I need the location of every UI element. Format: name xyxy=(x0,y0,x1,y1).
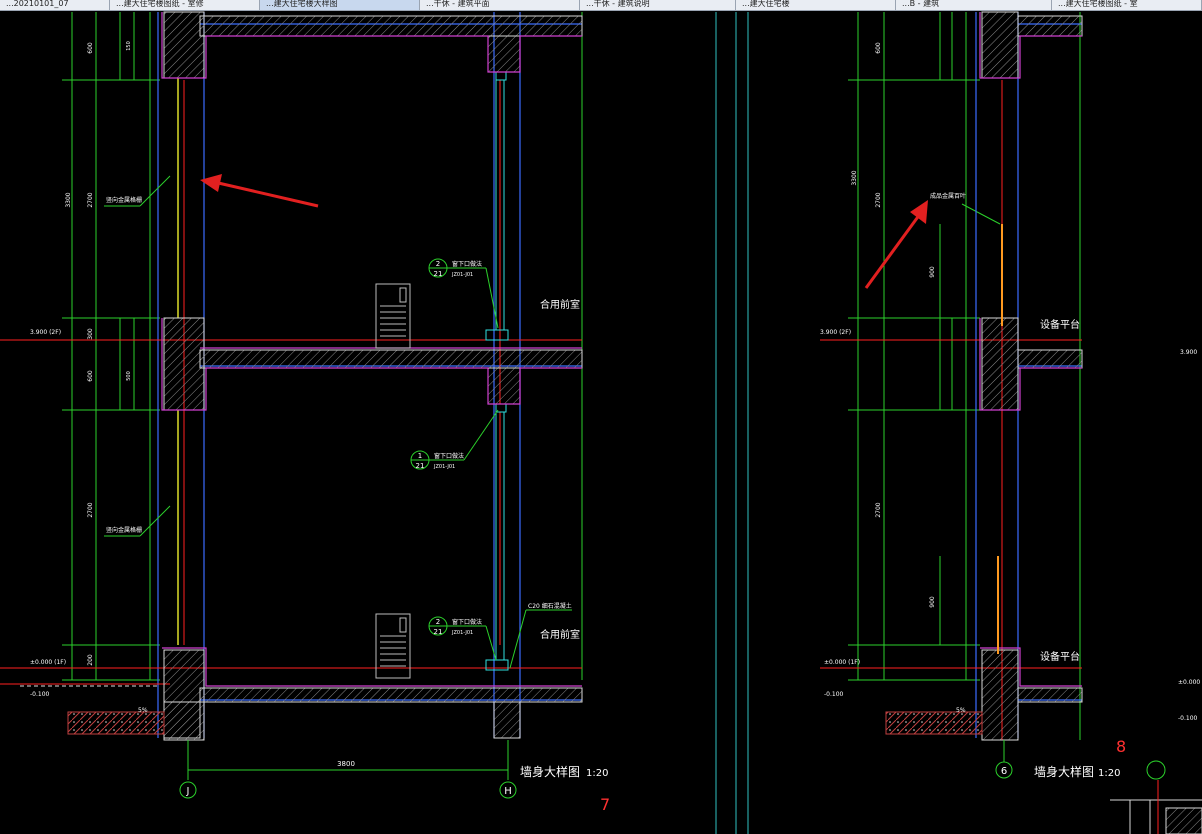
tab-4[interactable]: ...干休 - 建筑平面 xyxy=(420,0,580,10)
tab-1[interactable]: ...20210101_07 xyxy=(0,0,110,10)
note-louvre: 成品金属百叶 xyxy=(930,192,966,200)
tab-active[interactable]: ...建大住宅楼大样图 xyxy=(260,0,420,10)
note-vent: C20 细石混凝土 xyxy=(528,602,572,610)
tab-5[interactable]: ...干休 - 建筑说明 xyxy=(580,0,736,10)
level-right-1: ±0.000 xyxy=(1178,679,1200,686)
axis-bubble-right xyxy=(1146,760,1166,780)
drawing-tab-bar: ...20210101_07 ...建大住宅楼图纸 - 室修 ...建大住宅楼大… xyxy=(0,0,1202,11)
dim-2700-lower: 2700 xyxy=(87,502,94,517)
callout-2-num: 2 xyxy=(436,260,440,268)
level-1f-8: ±0.000 (1F) xyxy=(824,659,860,666)
dim-200: 200 xyxy=(87,654,94,666)
axis-label-j: J xyxy=(186,786,190,797)
callout-1-num: 1 xyxy=(418,452,422,460)
slope-label: 5% xyxy=(138,707,148,714)
callout-1-ref: JZ01-J01 xyxy=(433,464,455,470)
dim-600-8: 600 xyxy=(875,42,882,54)
note-grille-lower: 竖向金属格栅 xyxy=(106,526,142,534)
equipment-cabinet-upper xyxy=(375,283,411,349)
dim-2700-8: 2700 xyxy=(875,192,882,207)
dim-900-lower: 900 xyxy=(929,596,936,608)
dimension-lines-7 xyxy=(62,12,583,681)
detail-7: 3800 J H 合用前室 合用前室 2 21 窗下口做法 JZ01-J01 1… xyxy=(0,11,610,814)
mark-8: 8 xyxy=(1116,737,1126,756)
red-arrow-annotation-7 xyxy=(200,174,319,208)
dim-500: 500 xyxy=(126,371,132,381)
tab-2[interactable]: ...建大住宅楼图纸 - 室修 xyxy=(110,0,260,10)
tab-8[interactable]: ...建大住宅楼图纸 - 室 xyxy=(1052,0,1202,10)
level-2f: 3.900 (2F) xyxy=(30,329,61,336)
mark-7: 7 xyxy=(600,795,610,814)
tab-7[interactable]: ...B - 建筑 xyxy=(896,0,1052,10)
dim-900-upper: 900 xyxy=(929,266,936,278)
callout-2-sheet: 21 xyxy=(434,270,443,278)
callout-2b-sheet: 21 xyxy=(434,628,443,636)
level-2f-8: 3.900 (2F) xyxy=(820,329,851,336)
title-7: 墙身大样图 xyxy=(520,764,580,779)
dim-150: 150 xyxy=(126,41,132,51)
axis-label-6: 6 xyxy=(1001,766,1007,777)
callout-2-ref: JZ01-J01 xyxy=(451,272,473,278)
note-grille-upper: 竖向金属格栅 xyxy=(106,196,142,204)
callout-2b-ref: JZ01-J01 xyxy=(451,630,473,636)
dim-2700-upper: 2700 xyxy=(87,192,94,207)
callout-1-text: 窗下口做法 xyxy=(434,452,464,460)
tab-6[interactable]: ...建大住宅楼 xyxy=(736,0,896,10)
room-label-lower: 合用前室 xyxy=(540,628,580,641)
scale-7: 1:20 xyxy=(586,768,608,779)
level-right-top: 3.900 xyxy=(1180,349,1197,356)
metal-louvre xyxy=(997,224,1003,654)
scale-8: 1:20 xyxy=(1098,768,1120,779)
dim-300: 300 xyxy=(87,328,94,340)
callout-2b-text: 窗下口做法 xyxy=(452,618,482,626)
detail-8: 设备平台 设备平台 成品金属百叶 3.900 (2F) ±0.000 (1F) … xyxy=(820,11,1202,834)
level-1f: ±0.000 (1F) xyxy=(30,659,66,666)
callout-2b-num: 2 xyxy=(436,618,440,626)
axis-bubble-h xyxy=(499,781,517,799)
level-ground-8: -0.100 xyxy=(824,691,844,698)
callout-1-sheet: 21 xyxy=(416,462,425,470)
dim-3800: 3800 xyxy=(337,760,355,768)
equipment-cabinet-lower xyxy=(375,613,411,679)
callout-2-text: 窗下口做法 xyxy=(452,260,482,268)
cad-drawing-canvas[interactable]: 3800 J H 合用前室 合用前室 2 21 窗下口做法 JZ01-J01 1… xyxy=(0,10,1202,834)
slope-label-8: 5% xyxy=(956,707,966,714)
platform-label-lower: 设备平台 xyxy=(1040,650,1080,663)
title-8: 墙身大样图 xyxy=(1034,764,1094,779)
red-arrow-annotation-8 xyxy=(864,200,928,289)
dim-3300: 3300 xyxy=(65,192,72,207)
axis-bubble-j xyxy=(179,781,197,799)
dim-3300-8: 3300 xyxy=(851,170,858,185)
level-ground: -0.100 xyxy=(30,691,50,698)
dim-600-top: 600 xyxy=(87,42,94,54)
dim-2700-8b: 2700 xyxy=(875,502,882,517)
platform-label-upper: 设备平台 xyxy=(1040,318,1080,331)
room-label-upper: 合用前室 xyxy=(540,298,580,311)
level-right-2: -0.100 xyxy=(1178,715,1198,722)
dim-600-mid: 600 xyxy=(87,370,94,382)
axis-label-h: H xyxy=(504,786,512,797)
